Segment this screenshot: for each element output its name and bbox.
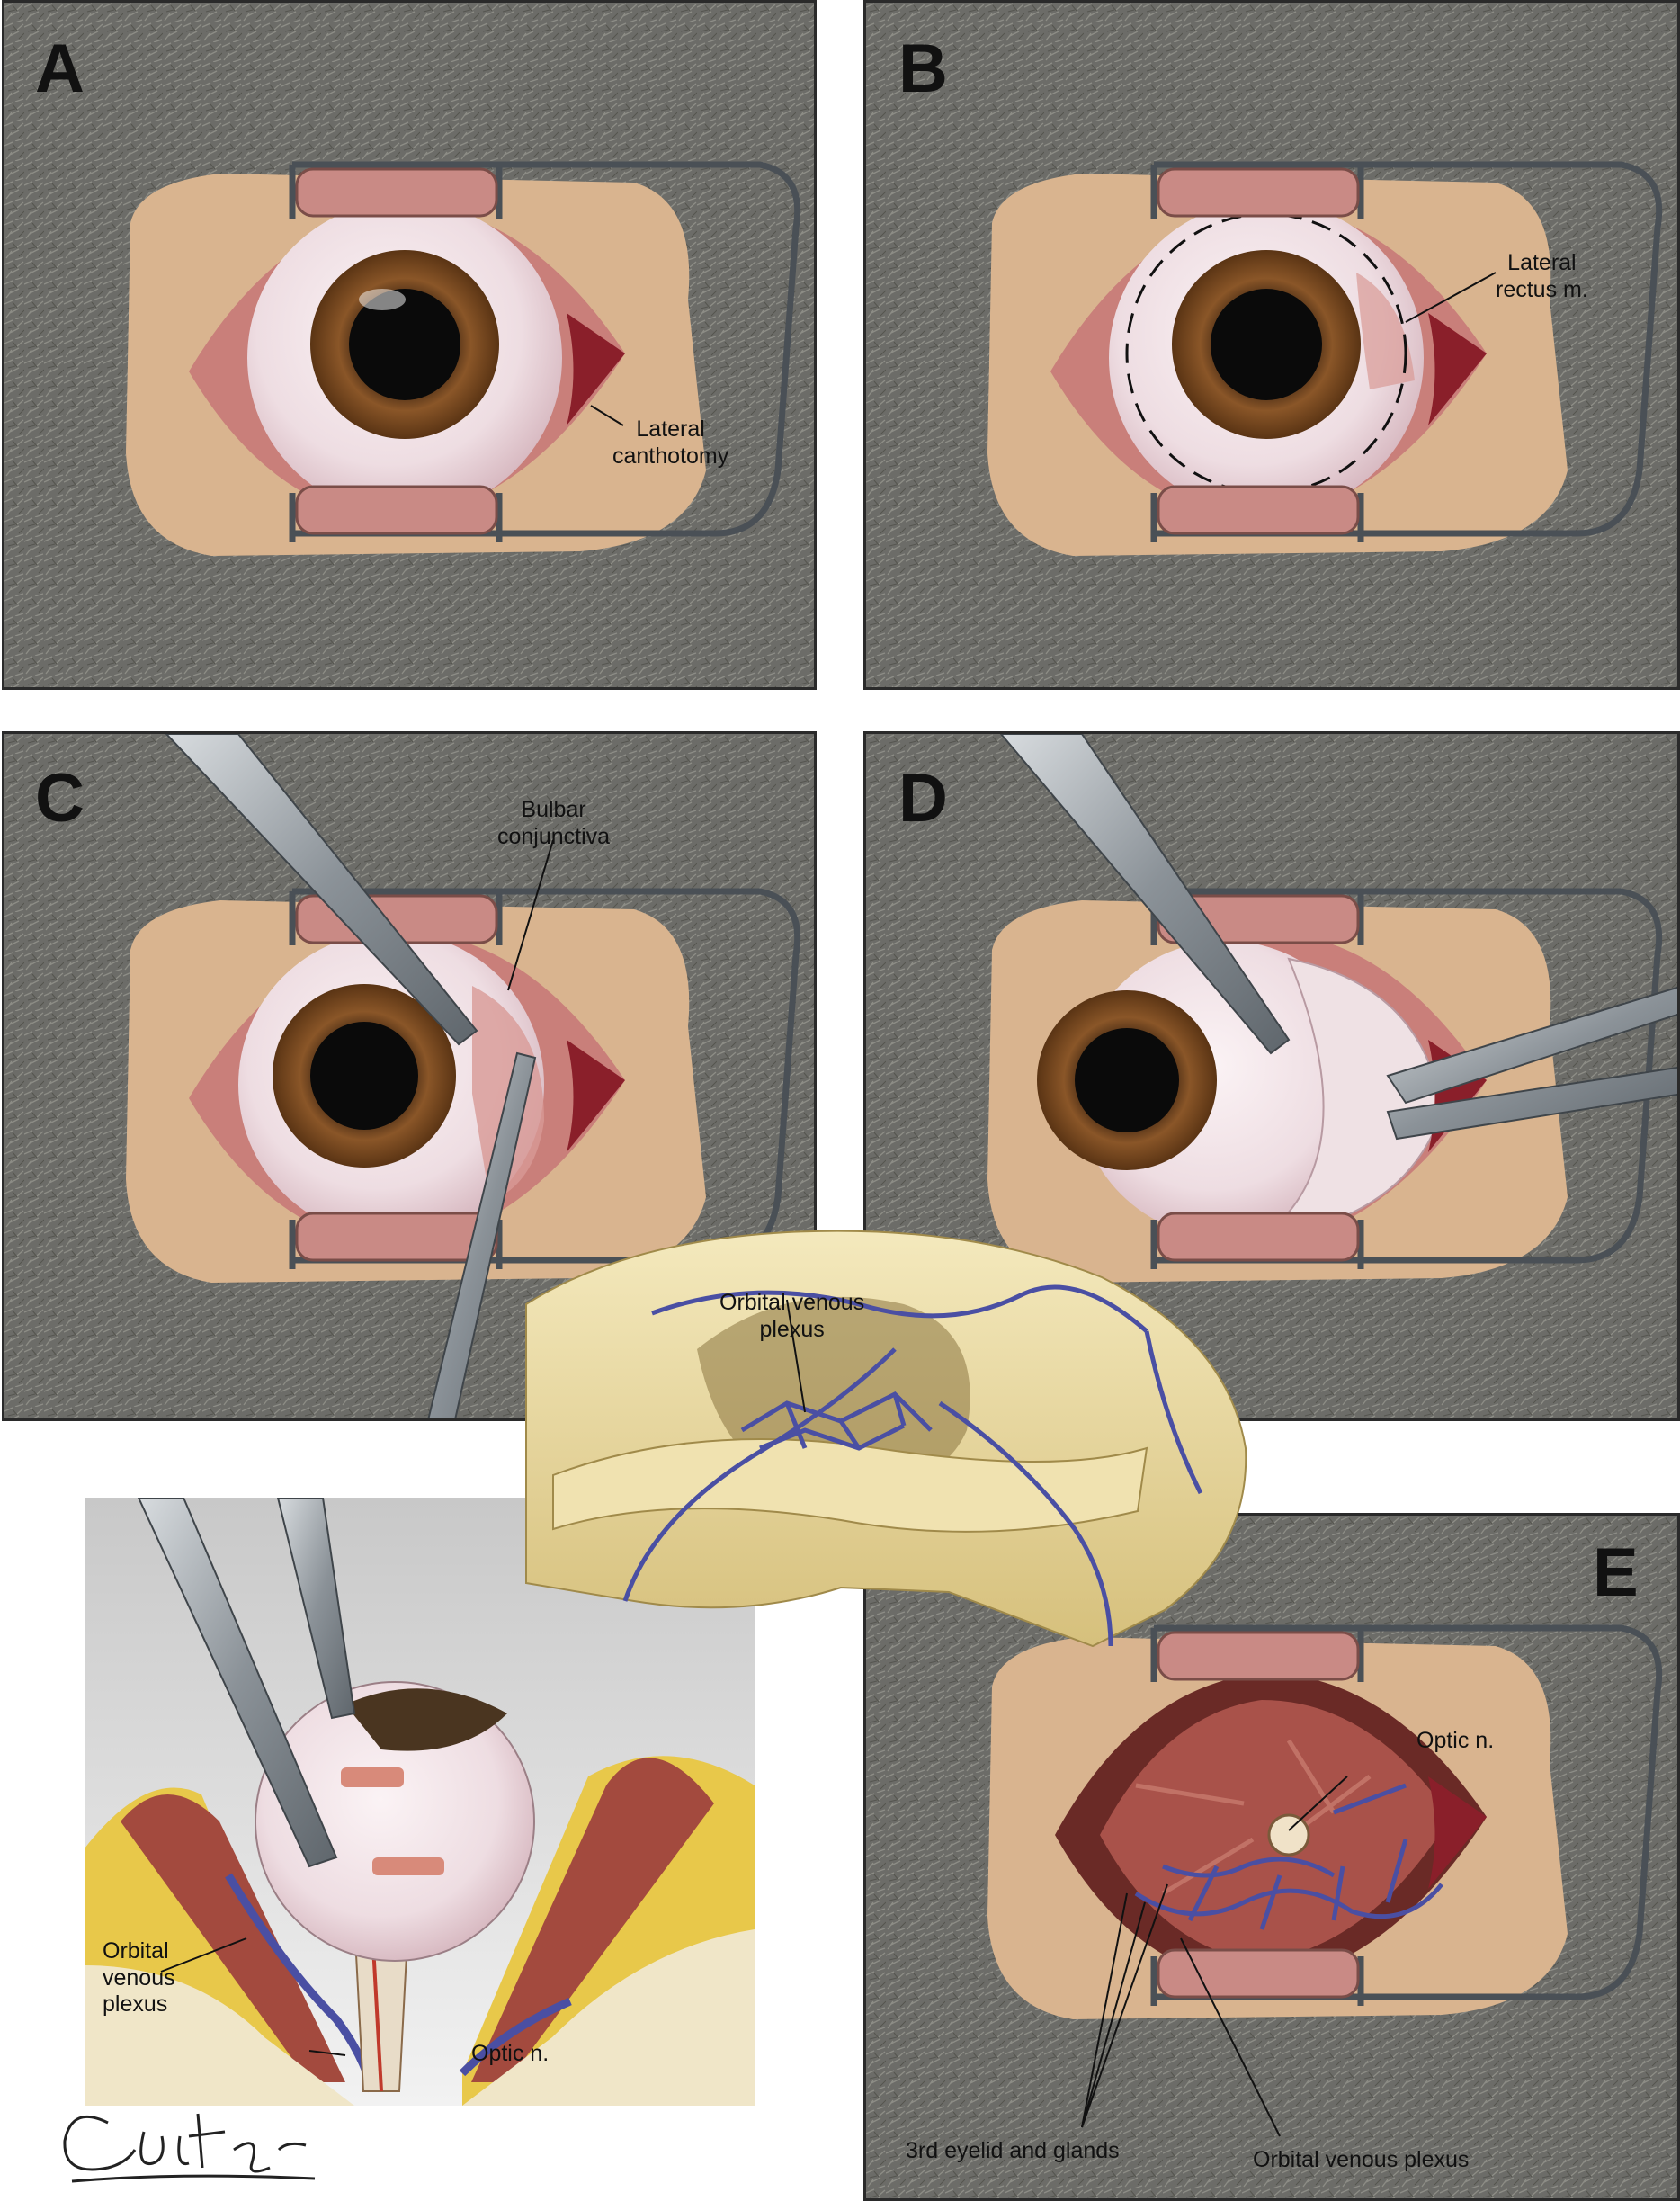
annotation-leaders bbox=[1081, 1776, 1348, 2137]
canthotomy-label: Lateral canthotomy bbox=[612, 416, 728, 470]
section-plexus-label-line3: plexus bbox=[103, 1991, 168, 2017]
panel-a: A Lateral canthotomy bbox=[2, 0, 817, 690]
panel-d-illustration bbox=[866, 734, 1677, 1418]
conjunctiva-label: Bulbar conjunctiva bbox=[497, 797, 610, 850]
canthotomy-leader bbox=[590, 405, 624, 426]
cornea-section bbox=[345, 1688, 507, 1751]
globe bbox=[255, 1681, 535, 1962]
rectus-label-line2: rectus m. bbox=[1496, 276, 1588, 302]
scissors-blade bbox=[137, 1498, 338, 1868]
pupil bbox=[1211, 289, 1322, 400]
section-plexus-label: Orbital venous plexus bbox=[103, 1938, 175, 2018]
panel-b-illustration bbox=[866, 3, 1677, 687]
section-plexus-label-line1: Orbital bbox=[103, 1938, 169, 1964]
cross-section-inset: Orbital venous plexus Optic n. bbox=[85, 1498, 755, 2106]
corneal-highlight bbox=[359, 289, 406, 310]
section-optic-label: Optic n. bbox=[471, 2041, 550, 2066]
canthotomy-incision bbox=[567, 313, 625, 425]
panel-e-illustration bbox=[866, 1516, 1677, 2198]
extraocular-muscle-stumps bbox=[1135, 1739, 1372, 1896]
panel-label: D bbox=[898, 760, 948, 837]
enucleation-scissors bbox=[1386, 986, 1677, 1141]
pupil bbox=[349, 289, 460, 400]
optic-nerve-label: Optic n. bbox=[1416, 1728, 1495, 1753]
canthotomy-label-line1: Lateral bbox=[636, 416, 705, 442]
bone-left bbox=[85, 1965, 354, 2106]
zygomatic-arch bbox=[552, 1438, 1148, 1533]
optic-nerve-stump bbox=[1267, 1813, 1310, 1857]
signature-stroke bbox=[63, 2113, 316, 2183]
forceps-tip bbox=[276, 1498, 356, 1720]
muscle-stump-lower bbox=[372, 1857, 444, 1875]
panel-a-illustration bbox=[4, 3, 814, 687]
panel-label: A bbox=[35, 31, 85, 107]
rectus-label: Lateral rectus m. bbox=[1496, 250, 1588, 303]
skull-plexus-label: Orbital venous plexus bbox=[719, 1290, 864, 1343]
thumb-forceps bbox=[165, 734, 478, 1046]
skull-plexus-label-line1: Orbital venous bbox=[719, 1290, 865, 1315]
venous-plexus-label: Orbital venous plexus bbox=[1253, 2147, 1470, 2172]
panel-label: E bbox=[1593, 1534, 1639, 1611]
conjunctiva-label-line2: conjunctiva bbox=[497, 823, 611, 849]
skull-plexus-label-line2: plexus bbox=[759, 1316, 825, 1342]
conjunctiva-leader bbox=[507, 839, 554, 991]
orbital-venous-plexus-vessels bbox=[1134, 1783, 1443, 1930]
panel-b: B Lateral rectus m. bbox=[863, 0, 1680, 690]
panel-label: B bbox=[898, 31, 948, 107]
muscle-stump-upper bbox=[341, 1767, 404, 1787]
upper-lid-blade bbox=[295, 167, 498, 218]
skull-inset: Orbital venous plexus bbox=[517, 1223, 1255, 1669]
panel-label: C bbox=[35, 760, 85, 837]
lateral-rectus-muscle bbox=[1356, 273, 1415, 389]
third-eyelid-label: 3rd eyelid and glands bbox=[906, 2138, 1120, 2163]
conjunctiva-label-line1: Bulbar bbox=[521, 797, 586, 822]
pupil bbox=[1075, 1028, 1179, 1132]
skull-illustration bbox=[525, 1230, 1247, 1648]
skull-plexus-leader bbox=[786, 1299, 806, 1413]
panel-e: E Optic n. 3rd eyelid and glands Orbital… bbox=[863, 1513, 1680, 2201]
rectus-leader bbox=[1405, 272, 1497, 323]
panel-c: C Bulbar conjunctiva bbox=[2, 731, 817, 1421]
section-leaders bbox=[160, 1937, 346, 2056]
pupil bbox=[310, 1022, 418, 1130]
rectus-label-line1: Lateral bbox=[1507, 250, 1577, 275]
panel-d: D bbox=[863, 731, 1680, 1421]
reflected-conjunctiva bbox=[1258, 957, 1443, 1239]
tenotomy-scissors bbox=[427, 1051, 537, 1418]
muscle-right bbox=[471, 1758, 714, 2082]
lower-lid-blade bbox=[295, 485, 498, 535]
skull-venous-plexus bbox=[622, 1284, 1203, 1647]
thumb-forceps bbox=[999, 734, 1291, 1055]
cross-section-illustration bbox=[85, 1498, 755, 2106]
artist-signature bbox=[63, 2113, 316, 2183]
muscle-left bbox=[121, 1794, 345, 2082]
canthotomy-label-line2: canthotomy bbox=[612, 443, 729, 469]
bone-right bbox=[462, 1929, 755, 2106]
section-plexus-label-line2: venous bbox=[103, 1964, 175, 1991]
